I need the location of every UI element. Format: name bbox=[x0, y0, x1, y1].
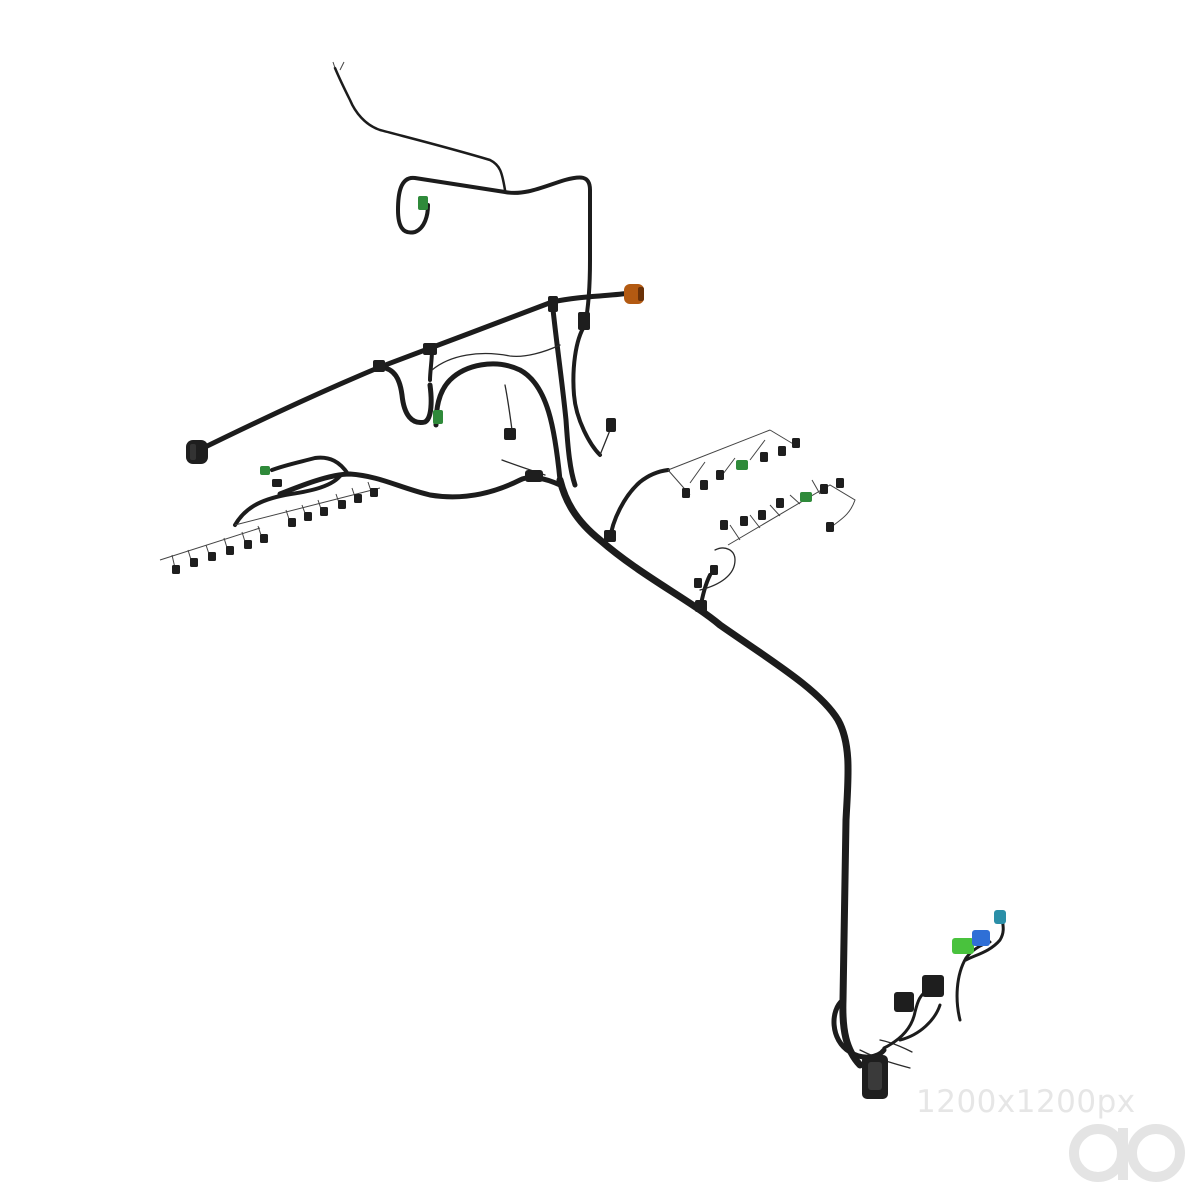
connector-plug-icon bbox=[172, 466, 378, 574]
right-connector-ladder bbox=[667, 429, 856, 588]
main-trunk bbox=[192, 61, 887, 1069]
ao-logo-icon bbox=[1069, 1124, 1185, 1182]
thin-wires bbox=[431, 344, 1005, 1069]
round-connector-icon bbox=[186, 284, 644, 464]
connector-plug-icon bbox=[682, 438, 844, 588]
bottom-connector-cluster bbox=[862, 910, 1006, 1099]
image-size-watermark: 1200x1200px bbox=[916, 1084, 1136, 1120]
left-connector-ladder bbox=[159, 466, 381, 574]
connector-plug-icon bbox=[373, 196, 707, 612]
